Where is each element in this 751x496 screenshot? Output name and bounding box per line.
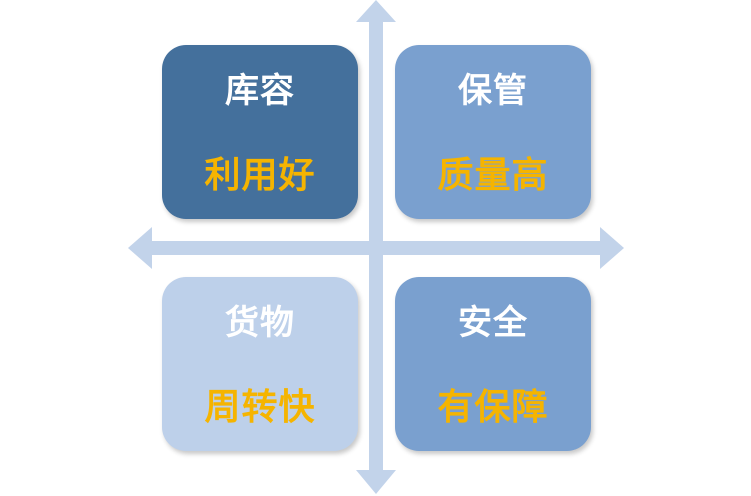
- quadrant-title: 安全: [458, 303, 528, 343]
- quadrant-bottom-left: 货物 周转快: [162, 277, 358, 451]
- quadrant-subtitle: 利用好: [204, 155, 316, 196]
- axis-arrow-down-icon: [356, 470, 396, 494]
- quadrant-top-right: 保管 质量高: [395, 45, 591, 219]
- axis-arrow-right-icon: [600, 227, 624, 269]
- quadrant-subtitle: 质量高: [437, 155, 549, 196]
- horizontal-axis-line: [150, 241, 602, 255]
- quadrant-title: 保管: [458, 71, 528, 111]
- quadrant-bottom-right: 安全 有保障: [395, 277, 591, 451]
- quadrant-subtitle: 有保障: [437, 387, 549, 428]
- quadrant-title: 库容: [225, 71, 295, 111]
- quadrant-title: 货物: [225, 303, 295, 343]
- quadrant-subtitle: 周转快: [204, 387, 316, 428]
- axis-arrow-up-icon: [356, 0, 396, 22]
- axis-arrow-left-icon: [128, 227, 152, 269]
- quadrant-top-left: 库容 利用好: [162, 45, 358, 219]
